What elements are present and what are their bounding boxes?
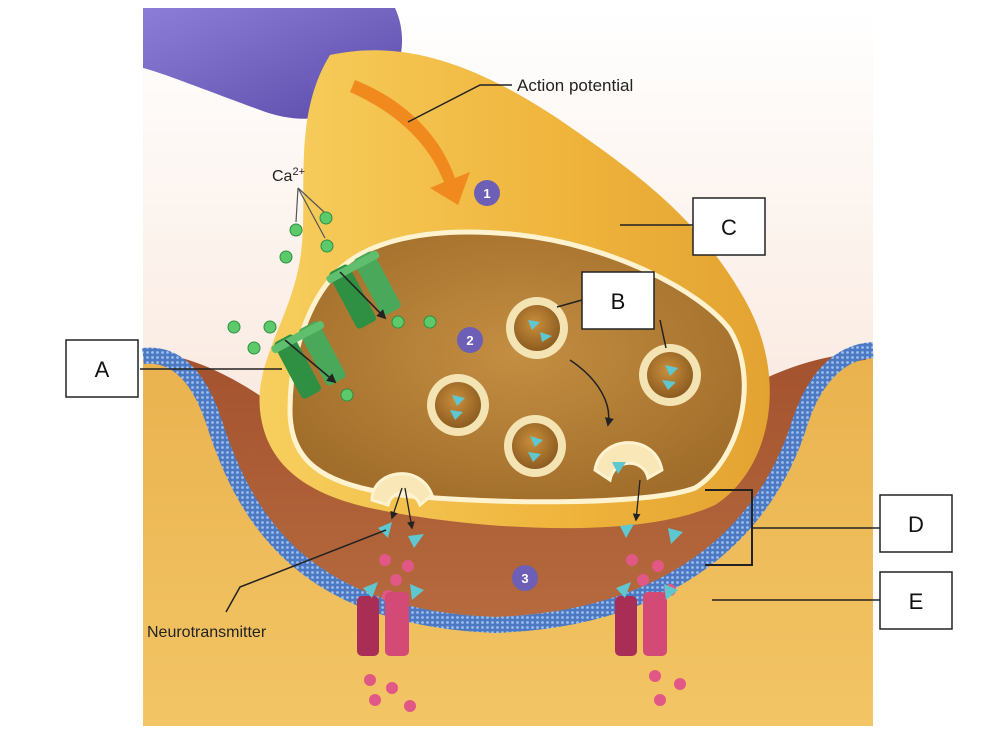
calcium-ions <box>227 211 437 402</box>
receptor-channel-right <box>615 582 678 656</box>
box-a-text: A <box>95 357 110 382</box>
postsynaptic-membrane <box>142 342 874 634</box>
vesicle <box>639 344 701 406</box>
calcium-flow-arrow <box>284 339 337 384</box>
box-e-text: E <box>909 589 924 614</box>
receptor-channel-left <box>357 582 424 656</box>
action-potential-label: Action potential <box>517 76 633 95</box>
calcium-label: Ca2+ <box>272 166 305 185</box>
vesicle <box>506 297 568 359</box>
synaptic-vesicles <box>427 297 701 477</box>
vesicle-movement-arrow <box>569 359 614 427</box>
neurotransmitter-label: Neurotransmitter <box>147 624 267 641</box>
action-potential-arrow <box>350 80 470 205</box>
box-c: C <box>692 197 766 256</box>
step-2-text: 2 <box>466 333 473 348</box>
step-marker-2: 2 <box>457 327 483 353</box>
box-d: D <box>879 494 953 553</box>
step-1-text: 1 <box>483 186 490 201</box>
vesicle <box>504 415 566 477</box>
calcium-flow-arrow <box>339 271 387 320</box>
box-d-text: D <box>908 512 924 537</box>
box-b: B <box>581 271 655 330</box>
calcium-channel <box>271 320 346 399</box>
synaptic-cleft <box>150 352 866 617</box>
calcium-pointer-lines <box>295 187 326 239</box>
step-3-text: 3 <box>521 571 528 586</box>
box-a: A <box>65 339 139 398</box>
calcium-channel <box>326 250 401 329</box>
box-b-text: B <box>611 289 626 314</box>
box-c-text: C <box>721 215 737 240</box>
release-arrows <box>390 479 641 530</box>
box-e: E <box>879 571 953 630</box>
step-marker-1: 1 <box>474 180 500 206</box>
postsynaptic-cell <box>143 352 873 726</box>
sodium-ions <box>364 554 686 712</box>
vesicle <box>427 374 489 436</box>
step-marker-3: 3 <box>512 565 538 591</box>
leader-lines <box>140 84 880 613</box>
